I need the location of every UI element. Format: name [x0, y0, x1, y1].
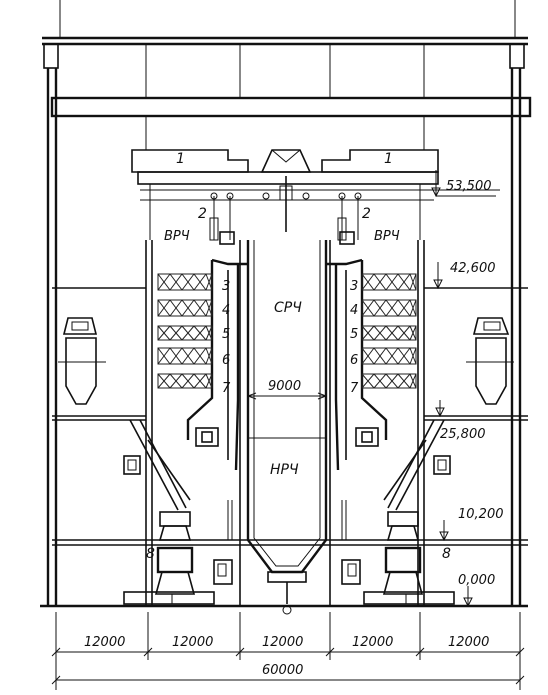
right-number-3: 3	[350, 279, 358, 294]
span-5: 12000	[448, 635, 489, 650]
right-feeder	[383, 419, 451, 511]
right-bunker	[466, 317, 514, 405]
right-number-6: 6	[350, 353, 358, 368]
dimension-lines	[51, 612, 525, 690]
left-feeder	[123, 419, 191, 511]
left-mill	[123, 511, 215, 605]
left-number-5: 5	[222, 327, 230, 342]
span-1: 12000	[84, 635, 125, 650]
labels: 1 1 2 2 ВРЧ ВРЧ СРЧ 9000 НРЧ 8 8 3 4 5 6…	[84, 151, 504, 678]
mill-left-label: 8	[146, 546, 155, 562]
left-number-4: 4	[222, 303, 230, 318]
nrch-label: НРЧ	[270, 462, 299, 478]
roof-structure	[42, 0, 532, 150]
right-number-4: 4	[350, 303, 358, 318]
crane-left-label: 1	[176, 151, 185, 167]
left-bunker	[58, 317, 106, 405]
furnace	[246, 240, 328, 615]
mill-right-label: 8	[442, 546, 451, 562]
burner-left-label: 2	[198, 206, 207, 222]
right-number-5: 5	[350, 327, 358, 342]
elevation-marks	[431, 170, 528, 608]
elevation-25800: 25,800	[440, 427, 486, 442]
elevation-42600: 42,600	[450, 261, 496, 276]
span-4: 12000	[352, 635, 393, 650]
left-number-6: 6	[222, 353, 230, 368]
left-number-7: 7	[222, 381, 231, 396]
right-number-7: 7	[350, 381, 359, 396]
right-mill	[363, 511, 455, 605]
burner-right-label: 2	[362, 206, 371, 222]
left-convective-shaft	[186, 231, 248, 585]
furnace-width-label: 9000	[268, 379, 301, 394]
total-span: 60000	[262, 663, 303, 678]
vrch-right-label: ВРЧ	[374, 229, 400, 244]
span-2: 12000	[172, 635, 213, 650]
right-tube-banks	[361, 273, 417, 389]
building-columns	[40, 68, 528, 608]
left-number-3: 3	[222, 279, 230, 294]
elevation-0000: 0,000	[458, 573, 495, 588]
srch-label: СРЧ	[274, 300, 302, 316]
top-crane-units	[131, 149, 500, 241]
left-tube-banks	[157, 273, 213, 389]
elevation-10200: 10,200	[458, 507, 504, 522]
elevation-53500: 53,500	[446, 179, 492, 194]
crane-right-label: 1	[384, 151, 393, 167]
span-3: 12000	[262, 635, 303, 650]
vrch-left-label: ВРЧ	[164, 229, 190, 244]
